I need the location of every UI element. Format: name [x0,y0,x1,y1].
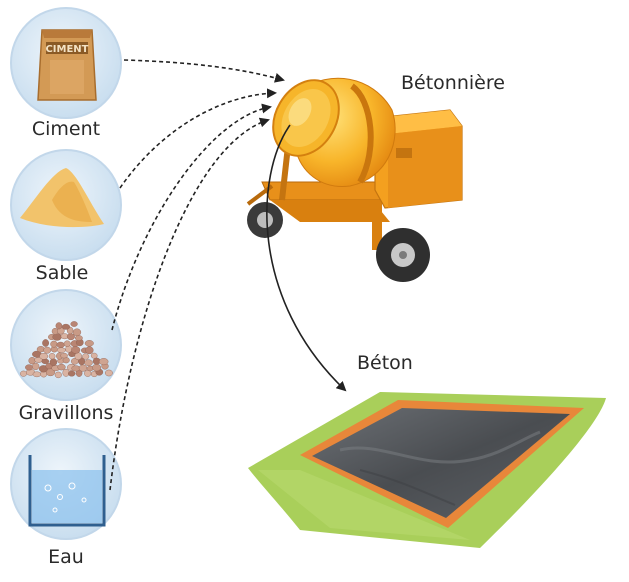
arrow-gravel-to-mixer [111,103,272,331]
gravel-node [10,289,122,401]
cement-bag-text: CIMENT [45,44,88,55]
cement-bag-icon: CIMENT [37,29,97,101]
arrow-water-to-mixer [109,117,270,491]
water-node [10,428,122,540]
concrete-label: Béton [357,352,413,374]
concrete-slab-icon [248,392,606,548]
mixer-wheel-right [376,228,430,282]
gravel-label: Gravillons [18,402,114,424]
water-label: Eau [48,546,84,568]
cement-label: Ciment [31,118,101,140]
arrow-sand-to-mixer [119,88,277,189]
mixer-label: Bétonnière [401,72,505,94]
arrow-mixer-to-concrete [266,124,347,392]
arrow-cement-to-mixer [123,59,285,83]
sand-node [10,149,122,261]
ingredient-arrows [109,59,285,491]
sand-label: Sable [35,262,89,284]
mixer-wheel-left [247,202,283,238]
cement-node: CIMENT [10,7,122,119]
concrete-mixer-icon [246,77,463,282]
water-container-icon [28,455,106,527]
gravel-pile-icon [20,321,113,379]
sand-pile-icon [20,168,104,228]
mixer-drum [272,77,396,187]
